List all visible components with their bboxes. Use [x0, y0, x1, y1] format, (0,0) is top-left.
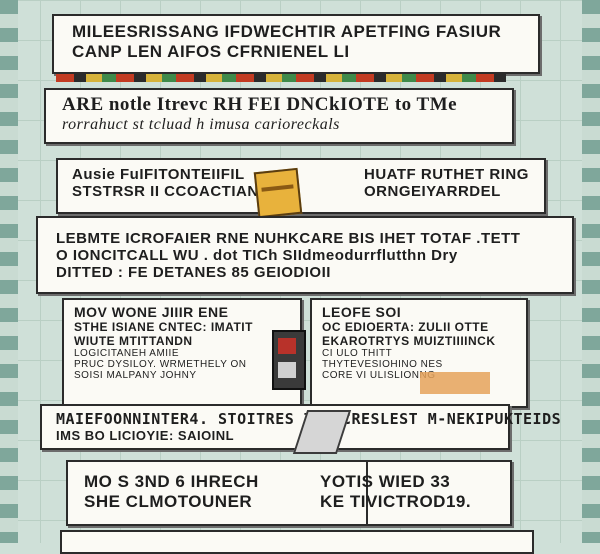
left-frame-stripe: [0, 0, 18, 543]
feature-right-line-2: ORNGEIYARRDEL: [364, 183, 501, 200]
notes-line-1: MAIEFOONNINTER4. STOITRES TKICCRESLEST M…: [56, 410, 562, 428]
detail-card-left: MOV WONE JIIIR ENE STHE ISIANE CNTEC: IM…: [62, 298, 302, 406]
footer-right-line-2: KE TIVICTROD19.: [320, 492, 472, 511]
color-strip: [56, 74, 506, 82]
detail-right-line-3: EKAROTRTYS MUIZTIIIINCK: [322, 334, 496, 348]
detail-left-line-4: LOGICITANEH AMIIE: [74, 348, 179, 359]
header-line-2: CANP LEN AIFOS CFRNIENEL LI: [72, 42, 350, 61]
highlight-mark: [420, 372, 490, 394]
footer-right-line-1: YOTIS WIED 33: [320, 472, 451, 491]
description-line-1: LEBMTE ICROFAIER RNE NUHKCARE BIS IHET T…: [56, 230, 521, 247]
description-line-2: O IONCITCALL WU . dot TICh SIIdmeodurrfl…: [56, 247, 458, 264]
detail-left-line-6: SOISI MALPANY JOHNY: [74, 370, 197, 381]
feature-left-line-2: STSTRSR II CCOACTIANS: [72, 183, 270, 200]
subtitle-line-1: ARE notle Itrevc RH FEI DNCkIOTE to TMe: [62, 94, 458, 115]
box-icon: [253, 167, 303, 219]
header-card: MILEESRISSANG IFDWECHTIR APETFING FASIUR…: [52, 14, 540, 74]
bottom-card-edge: [60, 530, 534, 554]
feature-right-line-1: HUATF RUTHET RING: [364, 166, 529, 183]
footer-divider: [366, 462, 368, 524]
detail-left-line-2: STHE ISIANE CNTEC: IMATIT: [74, 320, 253, 334]
cabinet-icon: [272, 330, 306, 390]
detail-right-line-5: THYTEVESIOHINO NES: [322, 359, 443, 370]
detail-card-right: LEOFE SOI OC EDIOERTA: ZULII OTTE EKAROT…: [310, 298, 528, 408]
feature-left-line-1: Ausie FuIFITONTEIIFIL: [72, 166, 245, 183]
detail-right-line-1: LEOFE SOI: [322, 304, 402, 320]
description-card: LEBMTE ICROFAIER RNE NUHKCARE BIS IHET T…: [36, 216, 574, 294]
detail-right-line-4: CI ULO THITT: [322, 348, 393, 359]
subtitle-line-2: rorrahuct st tcluad h imusa carioreckals: [62, 116, 340, 133]
detail-right-line-6: CORE VI ULISLIONNG: [322, 370, 436, 381]
footer-left-line-1: MO S 3ND 6 IHRECH: [84, 472, 259, 491]
detail-left-line-1: MOV WONE JIIIR ENE: [74, 304, 229, 320]
notes-card: MAIEFOONNINTER4. STOITRES TKICCRESLEST M…: [40, 404, 562, 450]
subtitle-card: ARE notle Itrevc RH FEI DNCkIOTE to TMe …: [44, 88, 514, 144]
notes-line-2: IMS BO LICIOYIE: SAIOINL: [56, 428, 235, 443]
right-frame-stripe: [582, 0, 600, 543]
detail-right-line-2: OC EDIOERTA: ZULII OTTE: [322, 320, 489, 334]
footer-card: MO S 3ND 6 IHRECH SHE CLMOTOUNER YOTIS W…: [66, 460, 512, 526]
footer-left-line-2: SHE CLMOTOUNER: [84, 492, 253, 511]
detail-left-line-5: PRUC DYSILOY. WRMETHELY ON: [74, 359, 247, 370]
feature-card: Ausie FuIFITONTEIIFIL STSTRSR II CCOACTI…: [56, 158, 546, 214]
detail-left-line-3: WIUTE MTITTANDN: [74, 334, 193, 348]
header-line-1: MILEESRISSANG IFDWECHTIR APETFING FASIUR: [72, 22, 502, 41]
description-line-3: DITTED : FE DETANES 85 GEIODIOII: [56, 264, 331, 281]
